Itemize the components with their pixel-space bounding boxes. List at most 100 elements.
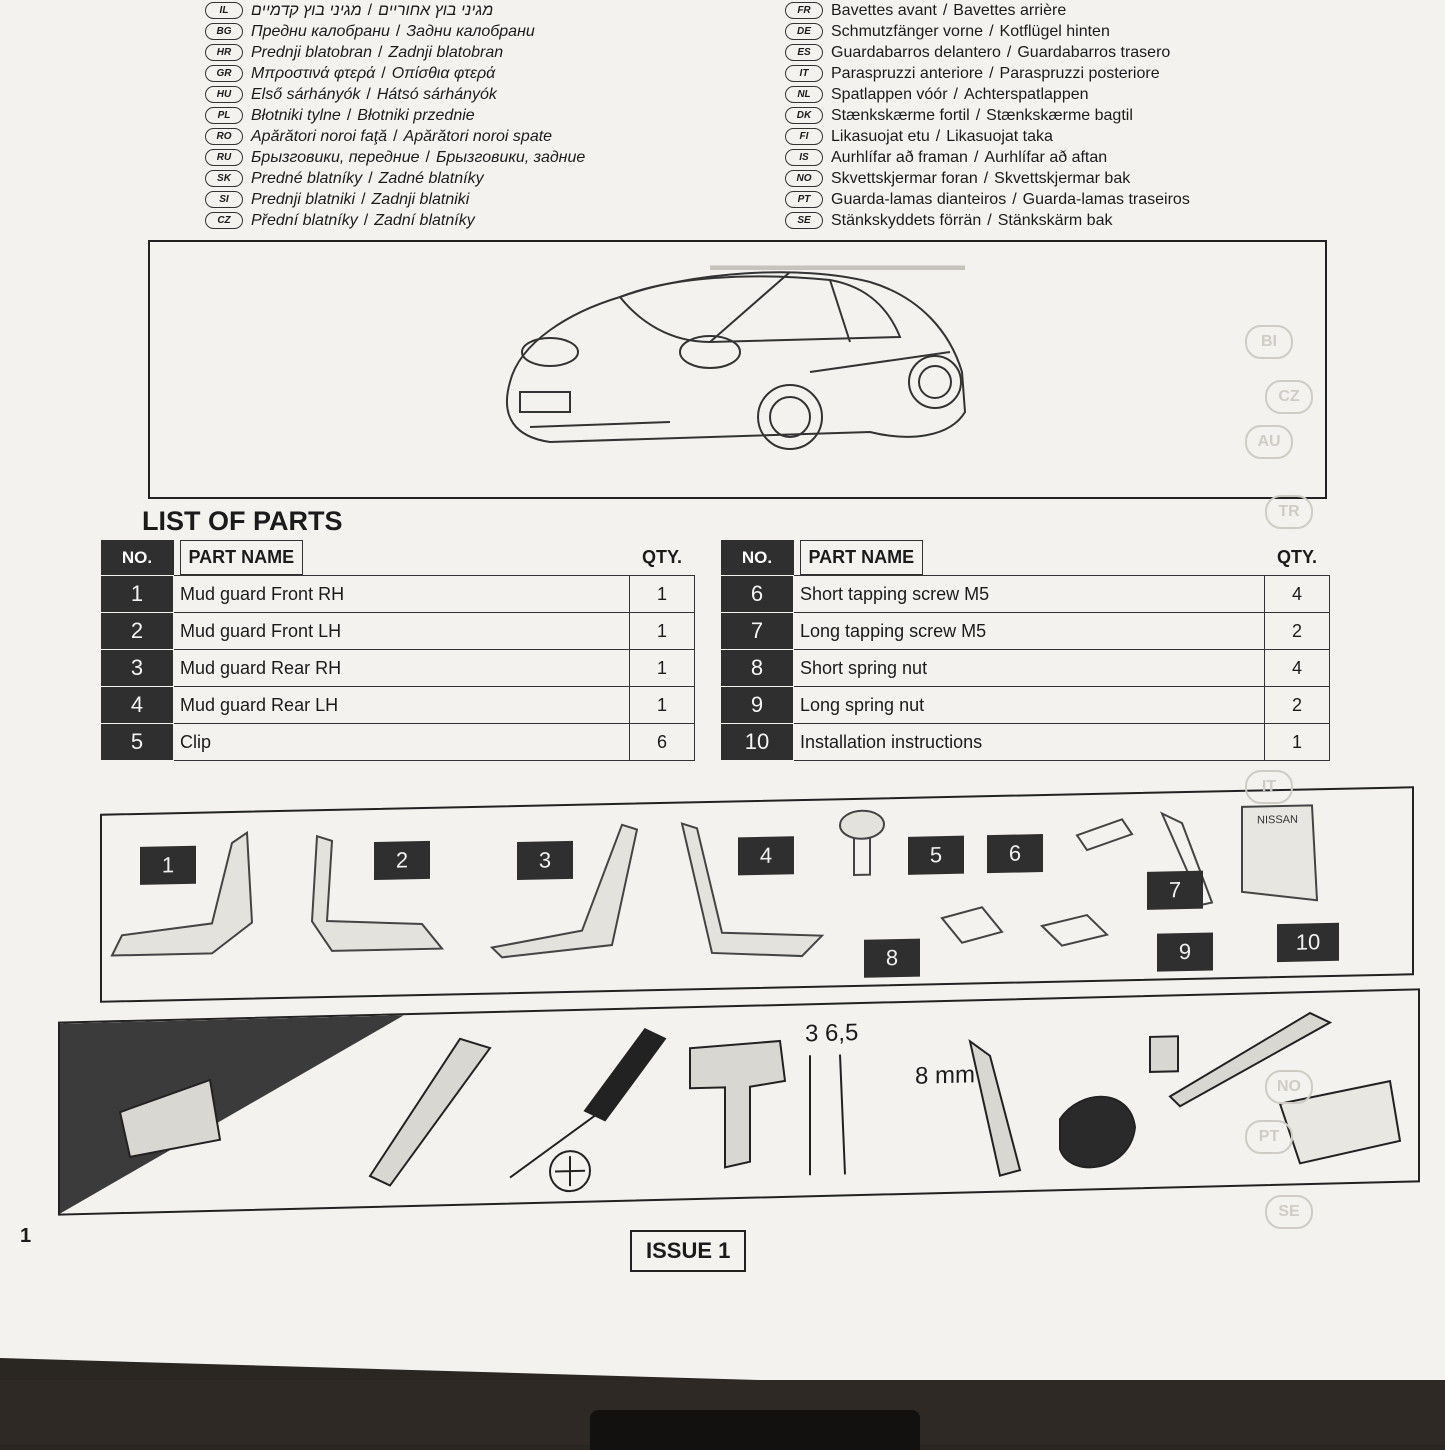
separator: / (987, 211, 992, 229)
language-code-badge: SE (785, 212, 823, 229)
part-qty: 2 (1264, 686, 1330, 724)
page-number: 1 (20, 1225, 32, 1247)
part-name: Mud guard Rear RH (173, 649, 630, 687)
header-no: NO. (720, 540, 794, 576)
diagram-label: 5 (908, 835, 964, 875)
rear-term: Kotflügel hinten (999, 22, 1110, 40)
separator: / (367, 1, 373, 19)
language-code-badge: CZ (205, 212, 243, 229)
rear-term: Paraspruzzi posteriore (999, 64, 1160, 82)
header-part-name: PART NAME (794, 540, 1265, 576)
language-code-badge: HU (205, 86, 243, 103)
diagram-label: 6 (987, 834, 1043, 874)
booklet-brand: NISSAN (1257, 814, 1298, 827)
part-name: Short spring nut (793, 649, 1265, 687)
part-qty: 1 (629, 649, 695, 687)
show-through-code: BI (1245, 325, 1293, 359)
rear-term: Guarda-lamas traseiros (1022, 190, 1190, 208)
front-term: Predné blatníky (251, 169, 363, 187)
drill-bit-icon (809, 1054, 846, 1176)
language-code-badge: NL (785, 86, 823, 103)
parts-drawing: NISSAN (110, 804, 1319, 959)
rear-term: Zadní blatníky (374, 211, 475, 229)
table-header: NO. PART NAME QTY. (100, 540, 695, 576)
part-number: 3 (100, 649, 174, 687)
front-term: Stänkskyddets förrän (831, 211, 982, 229)
language-code-badge: DK (785, 107, 823, 124)
rear-term: Задни калобрани (406, 22, 535, 40)
part-number: 10 (720, 723, 794, 761)
list-of-parts-title: LIST OF PARTS (142, 506, 343, 536)
header-no: NO. (100, 540, 174, 576)
rear-term: Aurhlífar að aftan (984, 148, 1108, 166)
separator: / (368, 169, 373, 187)
header-part-name: PART NAME (174, 540, 630, 576)
part-number: 2 (100, 612, 174, 650)
front-term: Błotniki tylne (251, 106, 341, 124)
part-number: 9 (720, 686, 794, 724)
diagram-label: 4 (738, 836, 794, 876)
part-number: 8 (720, 649, 794, 687)
show-through-code: SE (1265, 1195, 1313, 1229)
language-code-badge: BG (205, 23, 243, 40)
diagram-label: 8 (864, 938, 920, 978)
separator: / (975, 106, 981, 124)
drill-size-label: 3 6,5 (805, 1019, 859, 1048)
rear-term: Bavettes arrière (953, 1, 1067, 19)
separator: / (363, 211, 369, 229)
rear-term: Skvettskjermar bak (994, 169, 1131, 187)
marker-icon (1168, 1011, 1333, 1108)
drill-icon (689, 1039, 787, 1169)
front-term: מגיני בוץ קדמיים (251, 1, 362, 19)
language-code-badge: HR (205, 44, 243, 61)
rear-term: Hátsó sárhányók (376, 85, 497, 103)
language-code-badge: GR (205, 65, 243, 82)
header-qty: QTY. (1276, 547, 1317, 567)
front-term: Apărători noroi faţă (251, 127, 388, 145)
language-code-badge: IT (785, 65, 823, 82)
separator: / (381, 64, 386, 82)
separator: / (973, 148, 979, 166)
rear-term: Błotniki przednie (357, 106, 475, 124)
rear-term: Guardabarros trasero (1017, 43, 1171, 61)
show-through-text: ▬▬▬▬▬▬▬▬▬▬▬▬▬▬▬▬▬ (710, 257, 965, 274)
show-through-code: AU (1245, 425, 1293, 459)
front-term: Μπροστινά φτερά (251, 64, 376, 82)
language-code-badge: PT (785, 191, 823, 208)
phillips-head-icon (549, 1150, 591, 1193)
diagram-label: 2 (374, 840, 430, 881)
language-code-badge: SI (205, 191, 243, 208)
rear-term: Брызговики, задние (435, 148, 586, 166)
language-code-badge: DE (785, 23, 823, 40)
part-qty: 4 (1264, 649, 1330, 687)
part-qty: 4 (1264, 575, 1330, 613)
front-term: Skvettskjermar foran (831, 169, 978, 187)
part-name: Short tapping screw M5 (793, 575, 1265, 613)
rear-term: Zadné blatníky (378, 169, 484, 187)
show-through-code: IT (1245, 770, 1293, 804)
rear-term: Stänkskärm bak (997, 211, 1113, 229)
part-name: Mud guard Front LH (173, 612, 630, 650)
front-term: Prednji blatniki (251, 190, 356, 208)
show-through-code: NO (1265, 1070, 1313, 1104)
front-term: Bavettes avant (831, 1, 937, 19)
trim-tool-icon (368, 1037, 492, 1187)
rear-term: מגיני בוץ אחוריים (378, 1, 494, 19)
part-qty: 1 (629, 612, 695, 650)
front-term: Schmutzfänger vorne (831, 22, 984, 40)
